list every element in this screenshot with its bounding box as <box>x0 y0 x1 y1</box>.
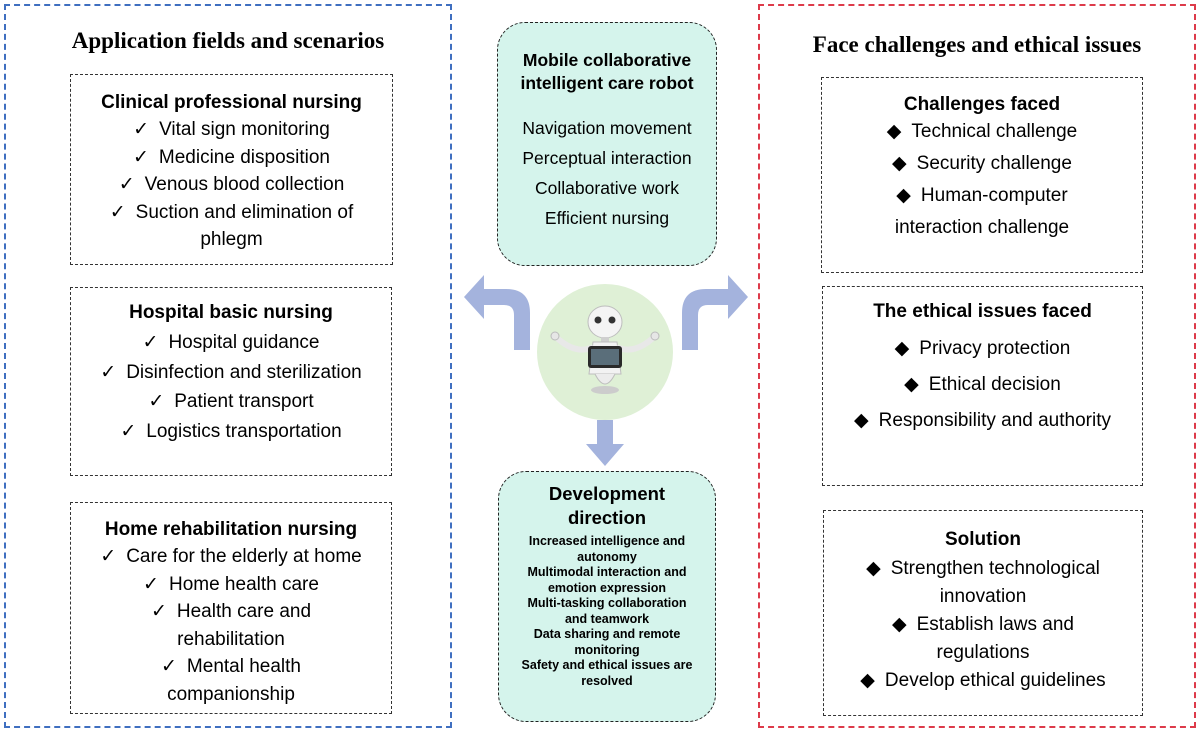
check-icon: ✓ <box>118 174 135 195</box>
challenges-ethics-panel: Face challenges and ethical issues Chall… <box>758 4 1196 728</box>
home-item: ✓Home health care <box>143 573 319 595</box>
check-icon: ✓ <box>132 146 149 168</box>
hospital-item: ✓Patient transport <box>148 391 314 412</box>
challenge-item: ◆Human-computer <box>896 185 1068 206</box>
development-item: Safety and ethical issues are <box>521 658 693 672</box>
ethical-issues-title: The ethical issues faced <box>873 301 1092 322</box>
hospital-nursing-title: Hospital basic nursing <box>129 302 333 323</box>
challenges-title: Challenges faced <box>903 94 1061 115</box>
robot-capability: Collaborative work <box>535 178 679 198</box>
development-item: and teamwork <box>564 611 650 626</box>
check-icon: ✓ <box>148 391 165 412</box>
ethical-issues-box: The ethical issues faced ◆Privacy protec… <box>822 286 1143 486</box>
solution-item: ◆Develop ethical guidelines <box>860 670 1106 691</box>
robot-icon <box>537 284 673 420</box>
check-icon: ✓ <box>142 332 159 353</box>
care-robot-title: Mobile collaborative intelligent care ro… <box>520 50 694 93</box>
care-robot-box: Mobile collaborative intelligent care ro… <box>497 22 717 266</box>
arrow-down-icon <box>586 420 624 466</box>
solution-title: Solution <box>945 529 1021 550</box>
diamond-icon: ◆ <box>896 185 911 206</box>
ethical-item: ◆Responsibility and authority <box>854 410 1111 431</box>
hospital-nursing-box: Hospital basic nursing ✓Hospital guidanc… <box>70 287 392 476</box>
check-icon: ✓ <box>161 656 177 677</box>
check-icon: ✓ <box>120 420 137 442</box>
check-icon: ✓ <box>109 201 126 223</box>
check-icon: ✓ <box>143 573 159 595</box>
clinical-nursing-box: Clinical professional nursing ✓Vital sig… <box>70 74 393 265</box>
development-direction-box: Development direction Increased intellig… <box>498 471 716 722</box>
development-item: monitoring <box>574 642 640 657</box>
solution-item-continued: regulations <box>936 642 1030 663</box>
robot-illustration <box>535 282 675 422</box>
solution-item: ◆Strengthen technological <box>866 558 1100 579</box>
clinical-item: ✓Venous blood collection <box>118 174 345 195</box>
solution-box: Solution ◆Strengthen technological innov… <box>823 510 1143 716</box>
check-icon: ✓ <box>100 546 117 567</box>
challenge-item-continued: interaction challenge <box>894 217 1070 238</box>
development-item: Increased intelligence and <box>528 534 686 548</box>
application-fields-title: Application fields and scenarios <box>71 28 385 53</box>
challenges-ethics-title: Face challenges and ethical issues <box>812 32 1142 57</box>
diamond-icon: ◆ <box>866 558 881 579</box>
home-item: ✓Health care and <box>150 601 312 622</box>
home-item-continued: companionship <box>167 683 295 705</box>
challenge-item: ◆Technical challenge <box>886 121 1078 142</box>
robot-capability: Navigation movement <box>522 118 692 138</box>
home-item: ✓Care for the elderly at home <box>100 546 362 567</box>
robot-capability: Efficient nursing <box>544 208 670 228</box>
arrow-up-right-icon <box>682 275 748 350</box>
diamond-icon: ◆ <box>894 338 910 359</box>
home-item: ✓Mental health <box>161 656 301 677</box>
hospital-item: ✓Disinfection and sterilization <box>100 361 362 383</box>
development-item: Multi-tasking collaboration <box>527 596 687 610</box>
application-fields-panel: Application fields and scenarios Clinica… <box>4 4 452 728</box>
development-direction-title: Development direction <box>548 483 666 528</box>
diamond-icon: ◆ <box>860 670 875 691</box>
development-item: resolved <box>581 673 633 688</box>
clinical-item: ✓Medicine disposition <box>132 146 330 168</box>
clinical-item: ✓Suction and elimination of <box>109 201 354 223</box>
home-nursing-title: Home rehabilitation nursing <box>104 519 358 540</box>
hospital-item: ✓Logistics transportation <box>120 420 342 442</box>
clinical-item-continued: phlegm <box>200 229 263 250</box>
ethical-item: ◆Ethical decision <box>904 374 1061 395</box>
diamond-icon: ◆ <box>892 153 907 174</box>
robot-capability: Perceptual interaction <box>522 148 692 168</box>
check-icon: ✓ <box>100 361 117 383</box>
check-icon: ✓ <box>133 119 150 140</box>
development-item: Data sharing and remote <box>533 627 681 641</box>
check-icon: ✓ <box>150 601 167 622</box>
arrow-up-left-icon <box>464 275 530 350</box>
diamond-icon: ◆ <box>892 614 907 635</box>
home-item-continued: rehabilitation <box>177 628 285 650</box>
challenges-box: Challenges faced ◆Technical challenge ◆S… <box>821 77 1143 273</box>
hospital-item: ✓Hospital guidance <box>142 332 320 353</box>
development-item: Multimodal interaction and <box>527 565 687 579</box>
clinical-nursing-title: Clinical professional nursing <box>101 92 362 113</box>
home-nursing-box: Home rehabilitation nursing ✓Care for th… <box>70 502 392 714</box>
diamond-icon: ◆ <box>854 410 869 431</box>
diamond-icon: ◆ <box>886 121 902 142</box>
challenge-item: ◆Security challenge <box>892 153 1072 174</box>
development-item: emotion expression <box>547 580 667 595</box>
solution-item-continued: innovation <box>939 586 1027 607</box>
solution-item: ◆Establish laws and <box>892 614 1074 635</box>
clinical-item: ✓Vital sign monitoring <box>133 119 330 140</box>
development-item: autonomy <box>577 549 637 564</box>
diamond-icon: ◆ <box>904 374 919 395</box>
ethical-item: ◆Privacy protection <box>894 338 1071 359</box>
